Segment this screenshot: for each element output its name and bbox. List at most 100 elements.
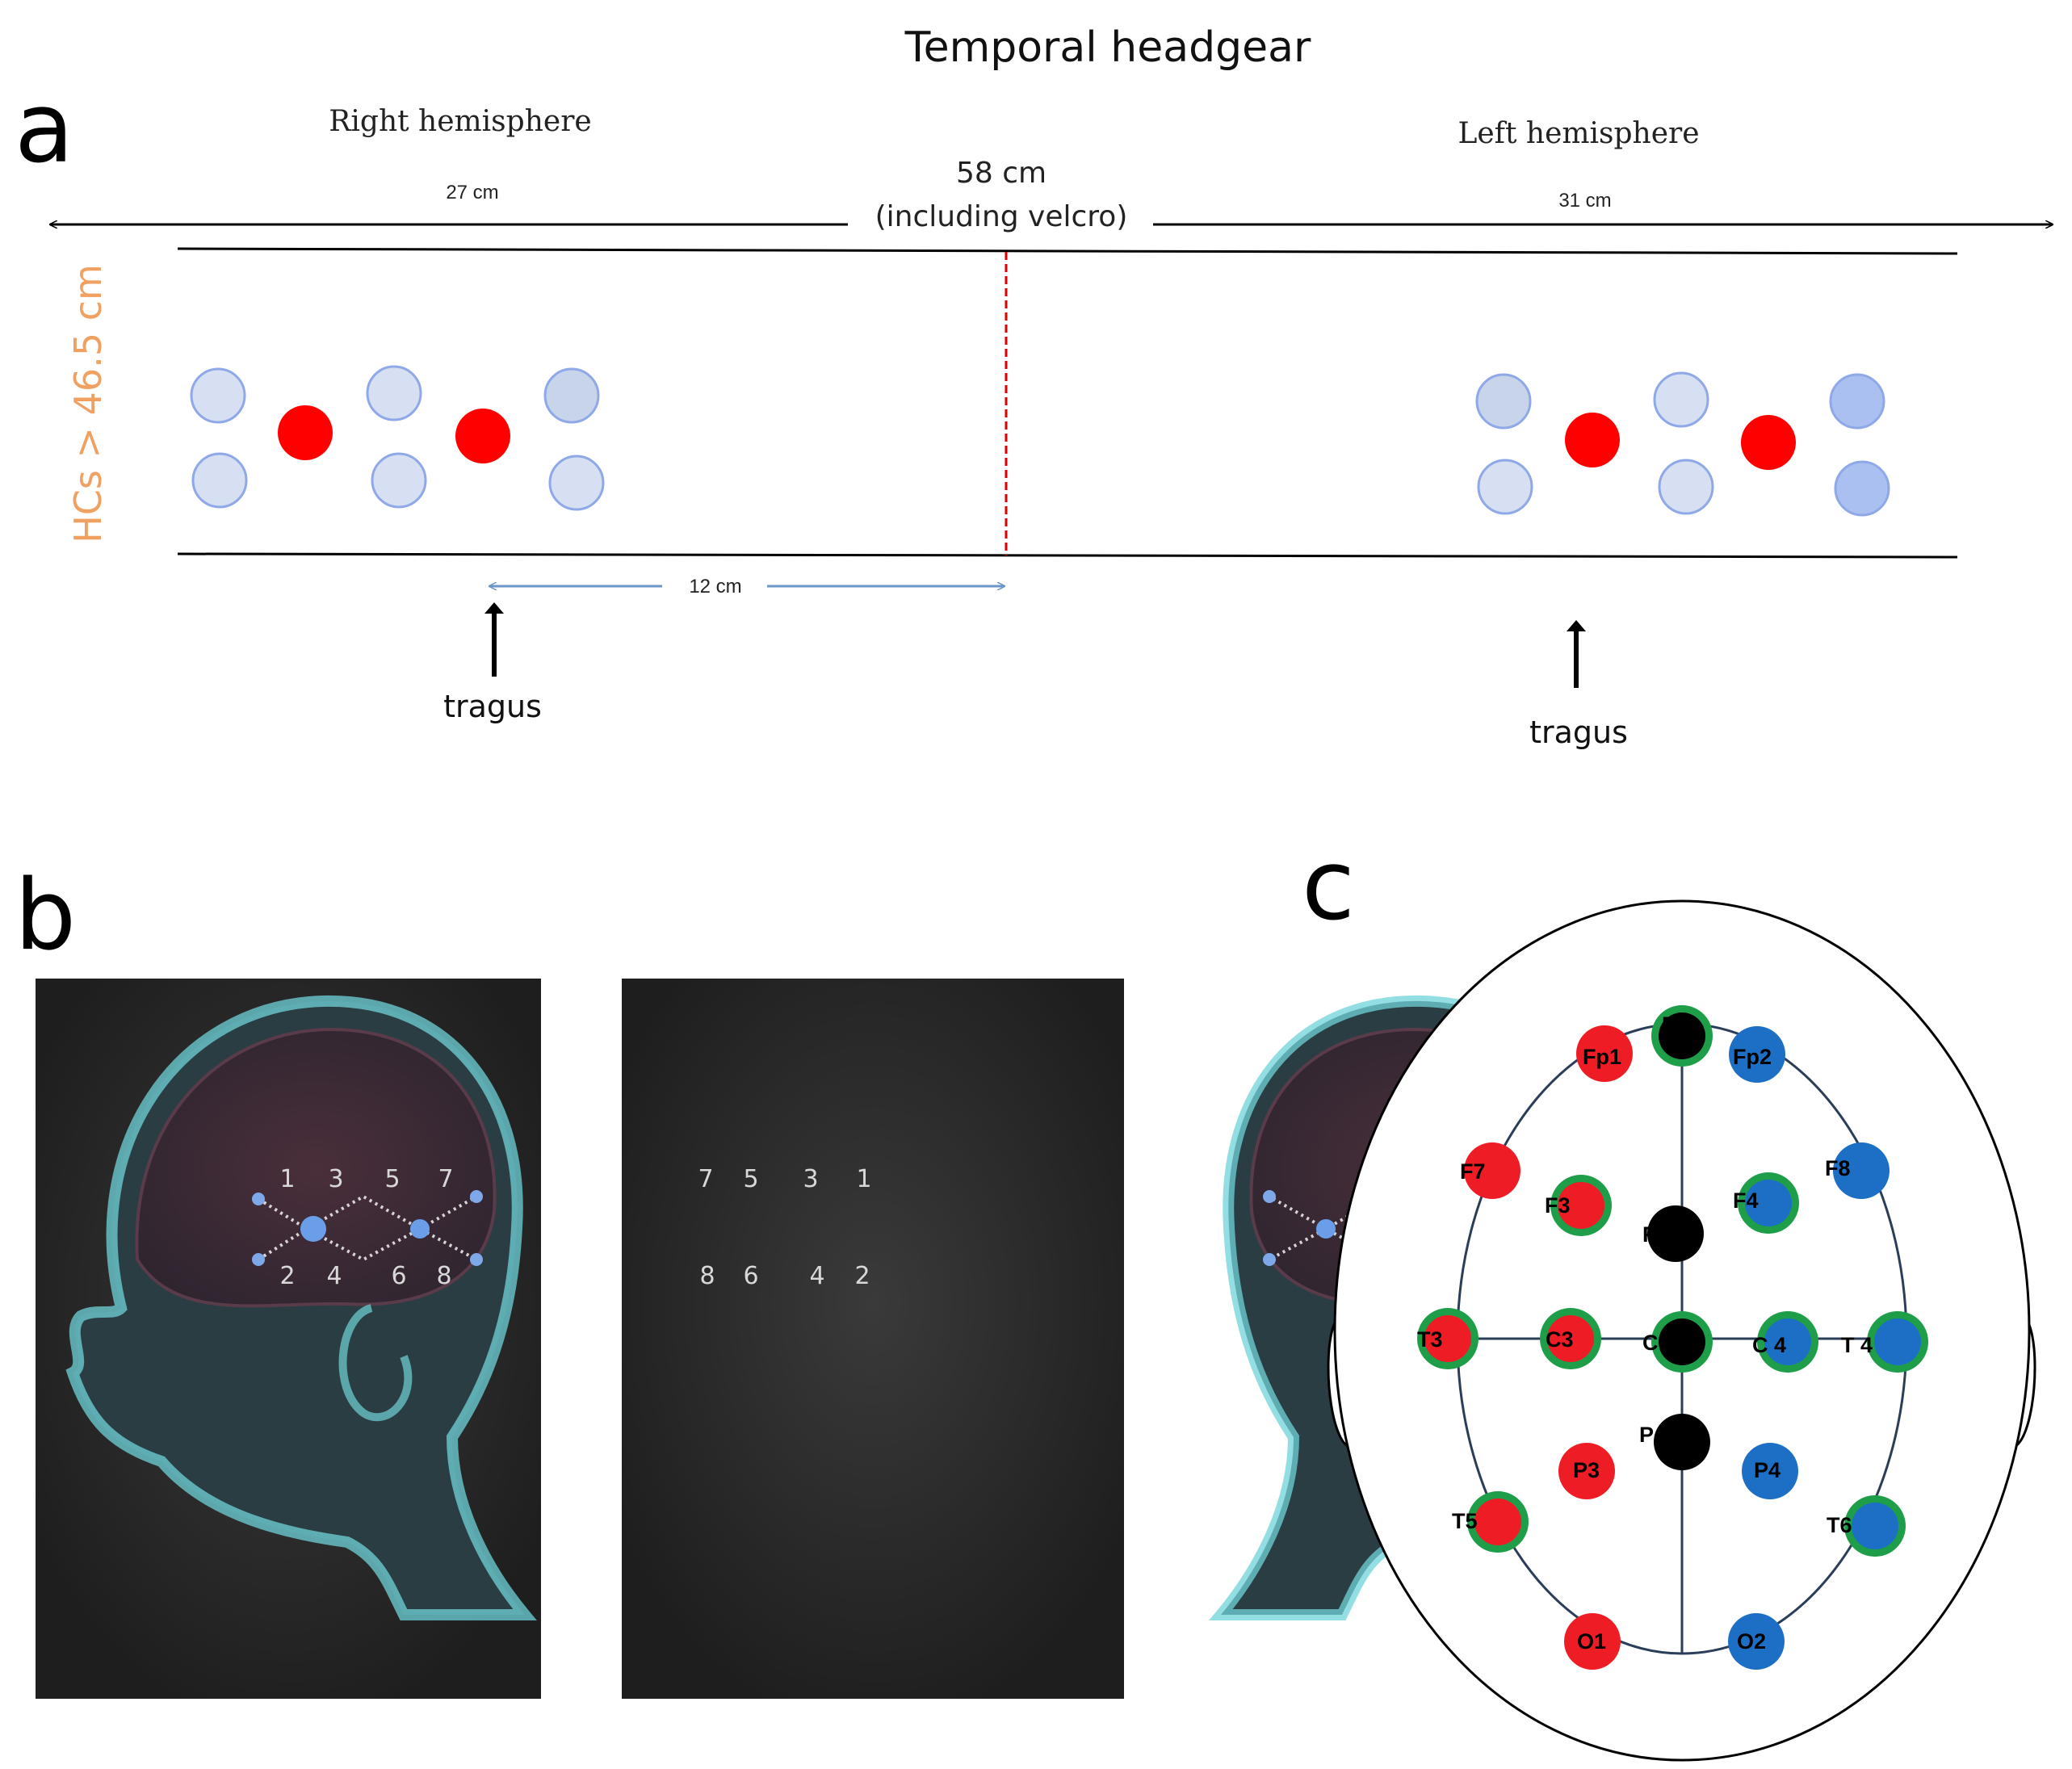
channel-number: 6 [391,1262,406,1290]
electrode-label: Fp2 [1733,1045,1772,1069]
electrode-label: T5 [1452,1509,1478,1533]
channel-numbers-left: 1 3 5 7 2 4 6 8 [279,1165,453,1290]
tragus-arrowhead-right [484,602,504,614]
electrode-marker [1647,1205,1704,1262]
electrode: Fp2 [1729,1026,1785,1083]
channel-number: 5 [384,1165,400,1193]
electrode: C 4 [1752,1311,1818,1373]
right-hemisphere-label: Right hemisphere [329,105,591,138]
electrode-marker [1654,1414,1710,1470]
electrode: F [1651,1005,1713,1067]
left-optode-array [1475,371,1890,517]
electrode: F4 [1733,1172,1799,1234]
channel-number: 8 [436,1262,451,1290]
electrode-marker [1764,1318,1811,1365]
electrode-marker [1558,1443,1615,1499]
image-background [622,979,1124,1699]
electrode: T 4 [1841,1311,1928,1373]
panel-a-letter: a [15,73,74,185]
left-hemisphere-label: Left hemisphere [1458,117,1699,150]
electrode: F [1642,1205,1704,1262]
detector [371,452,427,509]
electrode-label: P4 [1754,1458,1780,1482]
detector [191,452,248,509]
channel-number: 1 [279,1165,295,1193]
electrode-label: P [1639,1423,1654,1447]
channel-number: 8 [699,1262,715,1290]
electrode: F8 [1825,1142,1890,1199]
electrode-label: F3 [1545,1193,1571,1218]
electrode-marker [1852,1503,1898,1549]
electrode-label: O1 [1577,1629,1606,1654]
electrode-marker [1745,1180,1792,1226]
detector [1829,373,1885,430]
electrode-label: F4 [1733,1188,1759,1213]
head-circumference-label: HCs > 46.5 cm [66,264,110,543]
electrode: C [1642,1311,1713,1373]
electrode-label: Fp1 [1583,1045,1621,1069]
electrode-marker [1659,1318,1705,1365]
panel-a: a Temporal headgear Right hemisphere Lef… [15,23,2053,750]
electrode-label: T 4 [1841,1333,1873,1357]
electrode-marker [1576,1025,1633,1082]
electrode: T5 [1452,1491,1529,1553]
channel-number: 4 [326,1262,342,1290]
electrode-marker [1742,1443,1798,1499]
electrode-marker [1659,1012,1705,1059]
electrode-label: F [1662,1012,1676,1037]
electrode-marker [1729,1026,1785,1083]
electrode-marker [1874,1318,1921,1365]
electrode-label: P3 [1573,1458,1600,1482]
source [410,1219,430,1239]
channel-array [252,1190,483,1266]
detector [1475,373,1532,430]
detector [366,365,422,421]
electrode-marker [1464,1142,1520,1199]
left-length-label: 31 cm [1558,190,1611,212]
channel-number: 7 [698,1165,713,1193]
ear [338,1304,413,1422]
panel-a-title: Temporal headgear [904,23,1311,72]
electrode: T6 [1827,1495,1906,1557]
panel-b-letter: b [15,860,76,972]
electrode-label: F8 [1825,1156,1851,1180]
electrode-label: F [1642,1222,1656,1247]
source [1565,413,1620,467]
source [1316,1219,1336,1239]
electrode: F7 [1460,1142,1520,1199]
channel-number: 2 [854,1262,870,1290]
electrode: P3 [1558,1443,1615,1499]
tragus-label-left: tragus [1529,715,1628,750]
channel-number: 2 [279,1262,295,1290]
source [300,1216,326,1242]
total-length-label: 58 cm [956,157,1046,190]
right-length-label: 27 cm [446,182,498,203]
offset-label: 12 cm [689,576,741,597]
electrode-marker [1564,1613,1621,1670]
electrode: Fp1 [1576,1025,1633,1082]
detector [1658,459,1714,515]
electrode-label: T6 [1827,1513,1852,1537]
electrode: T3 [1417,1308,1479,1369]
electrode-label: T3 [1417,1327,1443,1352]
source [1741,415,1796,470]
electrode-marker [1833,1142,1890,1199]
electrode: C3 [1540,1308,1601,1369]
panel-c-letter: c [1302,830,1355,942]
right-optode-array [190,365,605,511]
channel-number: 5 [743,1165,758,1193]
detector [190,367,246,424]
channel-number: 3 [328,1165,343,1193]
channel-numbers-right: 7 5 3 1 8 6 4 2 [698,1165,871,1290]
tragus-arrowhead-left [1567,620,1586,631]
head-image-right-hemisphere: 1 3 5 7 2 4 6 8 [36,979,541,1699]
detector [548,455,605,511]
electrode-marker [1558,1182,1604,1229]
electrode-label: O2 [1737,1629,1766,1654]
detector [543,367,600,424]
band-top-edge [177,247,1958,255]
electrode: F3 [1545,1175,1612,1236]
